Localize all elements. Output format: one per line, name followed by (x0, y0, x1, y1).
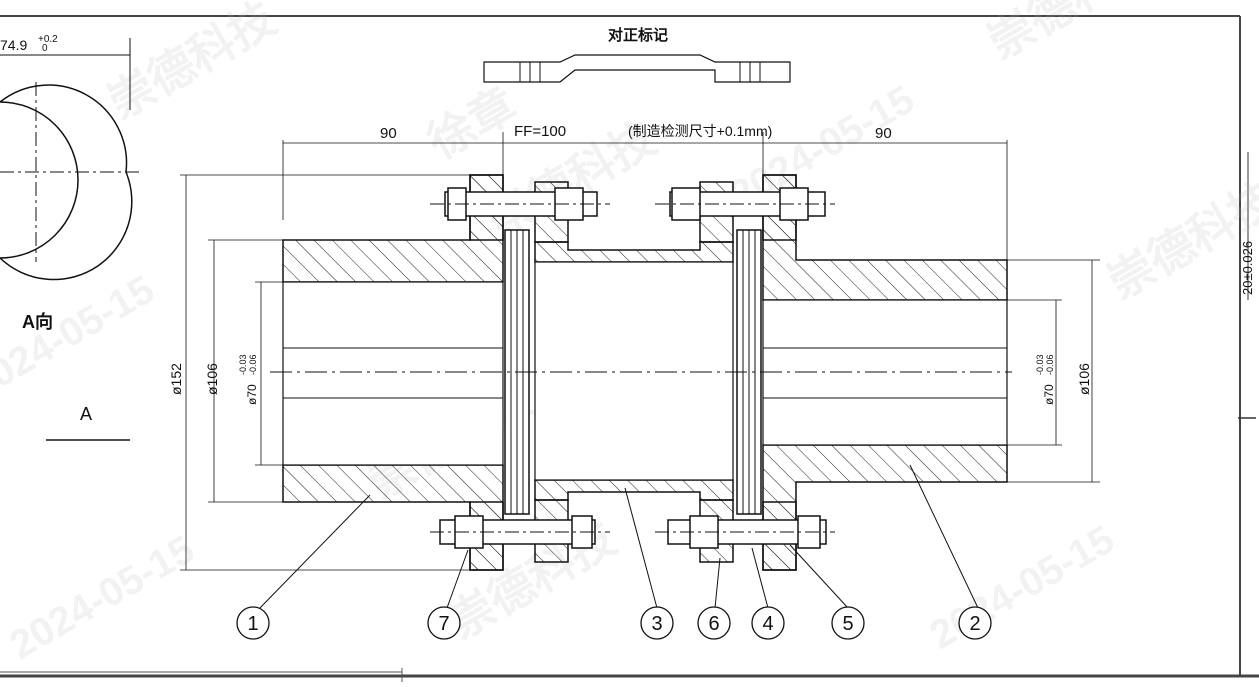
balloon-1: 1 (236, 606, 270, 640)
view-label: A向 (22, 311, 53, 332)
dim-right-length: 90 (875, 125, 892, 142)
watermark-company: 崇德科技 (979, 0, 1164, 69)
face-dim-base: 74.9 (0, 37, 27, 53)
dim-bore-right-tol-lower: -0.06 (1045, 354, 1055, 375)
watermark-company: 崇德科技 (99, 0, 284, 129)
dim-hub-dia-right: ø106 (1076, 363, 1092, 395)
view-a: 74.9 +0.2 0 A向 A (0, 34, 140, 441)
leader-lines (257, 464, 979, 611)
dim-left-length: 90 (380, 125, 397, 142)
alignment-mark: 对正标记 (483, 26, 791, 83)
left-hub (282, 174, 504, 571)
left-dimensions: ø152 ø106 ø70 -0.03 -0.06 (168, 174, 470, 571)
balloon-4: 4 (751, 606, 785, 640)
right-dimensions: ø106 ø70 -0.03 -0.06 20±0.026 (1007, 241, 1255, 483)
dim-bore-left-tol-upper: -0.03 (238, 354, 248, 375)
dim-hub-dia-left: ø106 (204, 363, 220, 395)
dim-bore-right-tol-upper: -0.03 (1035, 354, 1045, 375)
svg-text:2: 2 (969, 613, 980, 635)
balloons: 1 7 3 6 4 5 2 (236, 606, 992, 640)
dim-right-edge: 20±0.026 (1240, 241, 1255, 295)
dim-outer-dia: ø152 (168, 363, 184, 395)
dim-bore-dia-left: ø70 (245, 384, 259, 405)
svg-text:7: 7 (438, 613, 449, 635)
dim-bore-left-tol-lower: -0.06 (248, 354, 258, 375)
watermark-date: 2024-05-15 (0, 267, 162, 407)
bolt-bottom-right (655, 515, 835, 549)
svg-text:1: 1 (247, 613, 258, 635)
bolt-top-left (430, 187, 610, 221)
svg-text:5: 5 (842, 613, 853, 635)
svg-text:4: 4 (762, 613, 773, 635)
watermark-name: 徐章 (418, 78, 525, 170)
drawing-frame (0, 15, 1259, 682)
svg-text:6: 6 (708, 613, 719, 635)
dim-bore-dia-right: ø70 (1042, 384, 1056, 405)
top-dimensions: 90 FF=100 (制造检测尺寸+0.1mm) 90 (282, 123, 1008, 265)
watermark-company: 崇德科技 (1099, 172, 1259, 309)
bolt-top-right (655, 187, 835, 221)
balloon-3: 3 (640, 606, 674, 640)
face-dim-lower: 0 (42, 43, 48, 54)
svg-text:3: 3 (651, 613, 662, 635)
dim-note: (制造检测尺寸+0.1mm) (628, 123, 772, 139)
section-letter: A (80, 404, 92, 424)
balloon-7: 7 (427, 606, 461, 640)
watermark-date: 2024-05-15 (3, 527, 202, 667)
bolt-bottom-left (430, 515, 610, 549)
dim-ff: FF=100 (514, 123, 566, 140)
alignment-mark-title: 对正标记 (608, 26, 668, 44)
balloon-6: 6 (697, 606, 731, 640)
spacer (534, 241, 734, 501)
face-dim-upper: +0.2 (38, 34, 58, 45)
watermark-date: 2024-05-15 (923, 517, 1122, 657)
balloon-2: 2 (958, 606, 992, 640)
balloon-5: 5 (831, 606, 865, 640)
